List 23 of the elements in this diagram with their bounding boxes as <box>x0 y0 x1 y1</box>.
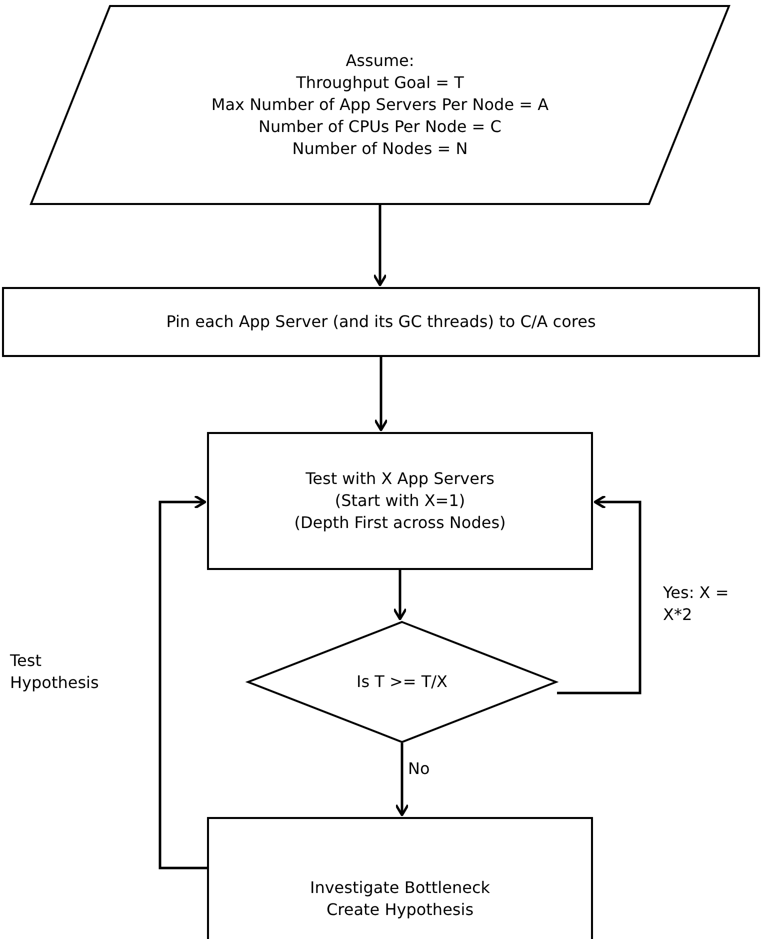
input-parallelogram <box>30 5 730 205</box>
node-text: Assume: <box>346 50 414 72</box>
arrow <box>394 743 410 816</box>
node-text: Throughput Goal = T <box>296 72 464 94</box>
node-text: Investigate Bottleneck <box>310 877 490 899</box>
node-text: Pin each App Server (and its GC threads) to C/A cores <box>166 311 596 333</box>
arrow <box>374 357 388 432</box>
arrow <box>557 494 642 694</box>
node-text: Test with X App Servers <box>306 468 494 490</box>
process-box <box>207 817 593 939</box>
node-text: Is T >= T/X <box>356 671 448 693</box>
node-text: Number of CPUs Per Node = C <box>258 116 502 138</box>
arrow <box>372 205 388 286</box>
decision-diamond <box>247 621 557 743</box>
process-box <box>207 432 593 570</box>
node-text: Create Hypothesis <box>326 899 474 921</box>
arrow <box>158 494 207 870</box>
node-text: Number of Nodes = N <box>292 138 468 160</box>
node-text: (Depth First across Nodes) <box>294 512 506 534</box>
node-text: Max Number of App Servers Per Node = A <box>211 94 549 116</box>
arrow <box>392 570 408 620</box>
node-text: (Start with X=1) <box>334 490 466 512</box>
process-box <box>2 287 760 357</box>
